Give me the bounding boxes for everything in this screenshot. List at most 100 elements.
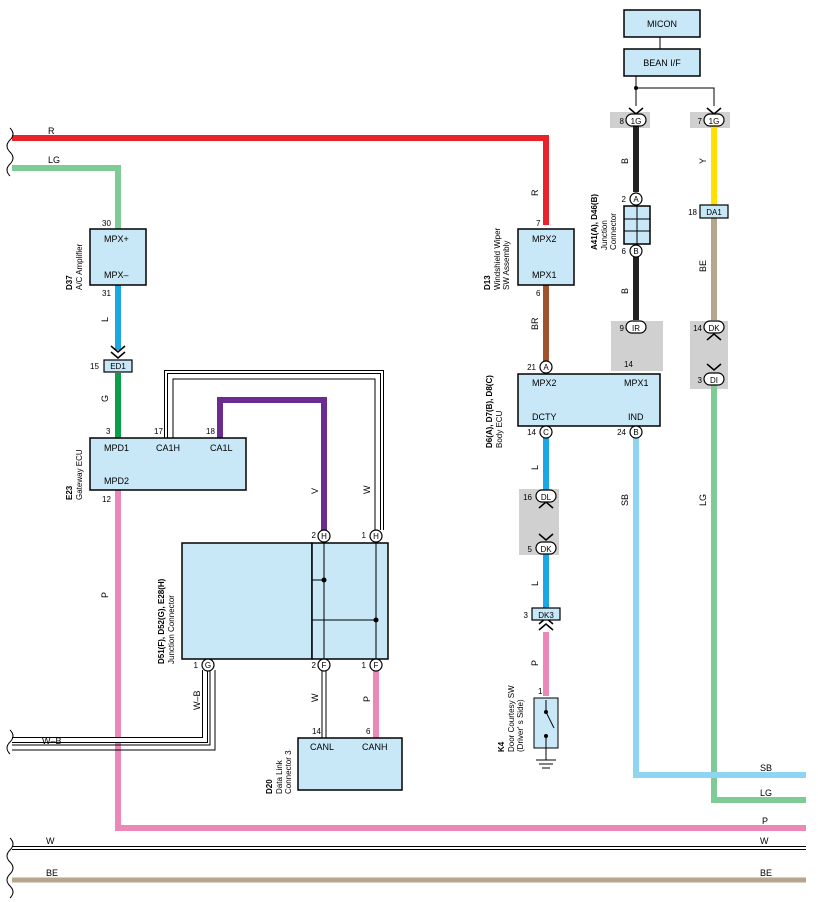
wire-label-w2: W [310,693,320,702]
d13-box [517,228,575,286]
d13-mpx2: MPX2 [532,234,557,244]
wire-label-sb: SB [760,763,772,773]
wire-label-w3: W [46,836,55,846]
e23-ca1h: CA1H [156,443,180,453]
r-wire [12,135,549,225]
a41-a: A [633,195,639,204]
d20-canl: CANL [310,742,334,752]
lg-wire-right [711,385,806,803]
body-mpx1: MPX1 [624,378,649,388]
d20-box [297,737,403,791]
a41-b: B [633,247,638,256]
wire-label-p: P [100,592,110,598]
jc-pin1h: 1 [362,531,367,540]
conn-dk2-pin: 5 [528,545,533,554]
jc-code: D51(F), D52(G), E28(H) [157,578,166,664]
k4-pin1: 1 [538,687,543,696]
d20-code: D20 [265,779,274,794]
a41-name2: Connector [609,213,618,250]
break-marks [6,127,14,899]
a41-pin6: 6 [622,247,627,256]
wire-label-v: V [310,488,320,494]
a41-pin2: 2 [622,195,627,204]
wire-label-be2: BE [760,868,772,878]
k4-switch [536,700,556,769]
wire-label-lg3: LG [698,494,708,506]
conn-dl-pin: 16 [523,493,532,502]
body-b: B [633,428,638,437]
wire-label-lg: LG [48,155,60,165]
body-pin14: 14 [527,428,536,437]
ed1-pin: 15 [90,362,99,371]
k4-name1: Door Courtesy SW [507,685,516,752]
wire-label-be: BE [46,868,58,878]
e23-mpd2: MPD2 [104,476,129,486]
k4-code: K4 [497,741,506,752]
body-pin14top: 14 [624,360,633,369]
conn-di-pin: 3 [698,376,703,385]
jc-box-right [311,542,389,660]
wire-label-b2: B [620,288,630,294]
conn-da1: DA1 [706,208,722,217]
wire-label-r2: R [530,189,540,196]
wire-label-br: BR [530,317,540,330]
boxes [89,9,701,791]
jc-f1: F [322,661,327,670]
micon-lines [634,37,715,106]
connector-tags [103,113,729,621]
wire-label-w4: W [760,836,769,846]
d20-canh: CANH [362,742,388,752]
micon-label: MICON [647,19,677,29]
d20-pin14: 14 [312,727,321,736]
jc-f2: F [374,661,379,670]
jc-name: Junction Connector [167,595,176,664]
wire-label-sb2: SB [620,494,630,506]
e23-box [89,437,247,491]
wire-label-p3: P [762,816,768,826]
body-c: C [543,428,549,437]
bus-wires [12,846,806,883]
v-wire [217,397,327,530]
e23-name: Gateway ECU [75,449,84,500]
pin-circles [201,192,643,672]
body-pin21: 21 [527,363,536,372]
body-code: D6(A), D7(B), D8(C) [485,375,494,448]
e23-pin12: 12 [102,495,111,504]
d37-box [89,228,147,286]
e23-mpd1: MPD1 [104,443,129,453]
jc-pin1f: 1 [362,661,367,670]
d13-code: D13 [483,275,492,290]
conn-dk1: DK [708,324,720,333]
wire-label-l2: L [530,465,540,470]
d13-name1: Windshield Wiper [493,227,502,290]
conn-1g-pin7: 7 [698,117,703,126]
e23-ca1l: CA1L [210,443,233,453]
wire-label-p4: P [530,660,540,666]
jc-h1: H [321,532,327,541]
k4-name2: (Driver' s Side) [516,699,525,752]
a41-junction [623,205,651,245]
d37-pin31: 31 [102,289,111,298]
d37-name: A/C Amplifier [75,243,84,290]
a41-code: A41(A), D46(B) [590,194,599,250]
jc-pin2h: 2 [312,531,317,540]
wire-label-l: L [100,317,110,322]
conn-dk3-pin: 3 [524,611,529,620]
wire-label-lg2: LG [760,788,772,798]
e23-code: E23 [65,485,74,500]
jc-pin1g: 1 [194,661,199,670]
white-wires [12,370,384,751]
wire-label-l3: L [530,581,540,586]
d37-mpxp: MPX+ [104,234,129,244]
body-ecu-box [517,373,661,427]
d13-pin6: 6 [536,289,541,298]
a41-name1: Junction [600,220,609,250]
body-pin24: 24 [617,428,626,437]
body-name: Body ECU [495,410,504,448]
micon-box [623,9,701,38]
shaded-areas [519,112,730,555]
wire-label-g: G [100,395,110,402]
body-a: A [543,363,549,372]
conn-1g-a: 1G [631,117,642,126]
